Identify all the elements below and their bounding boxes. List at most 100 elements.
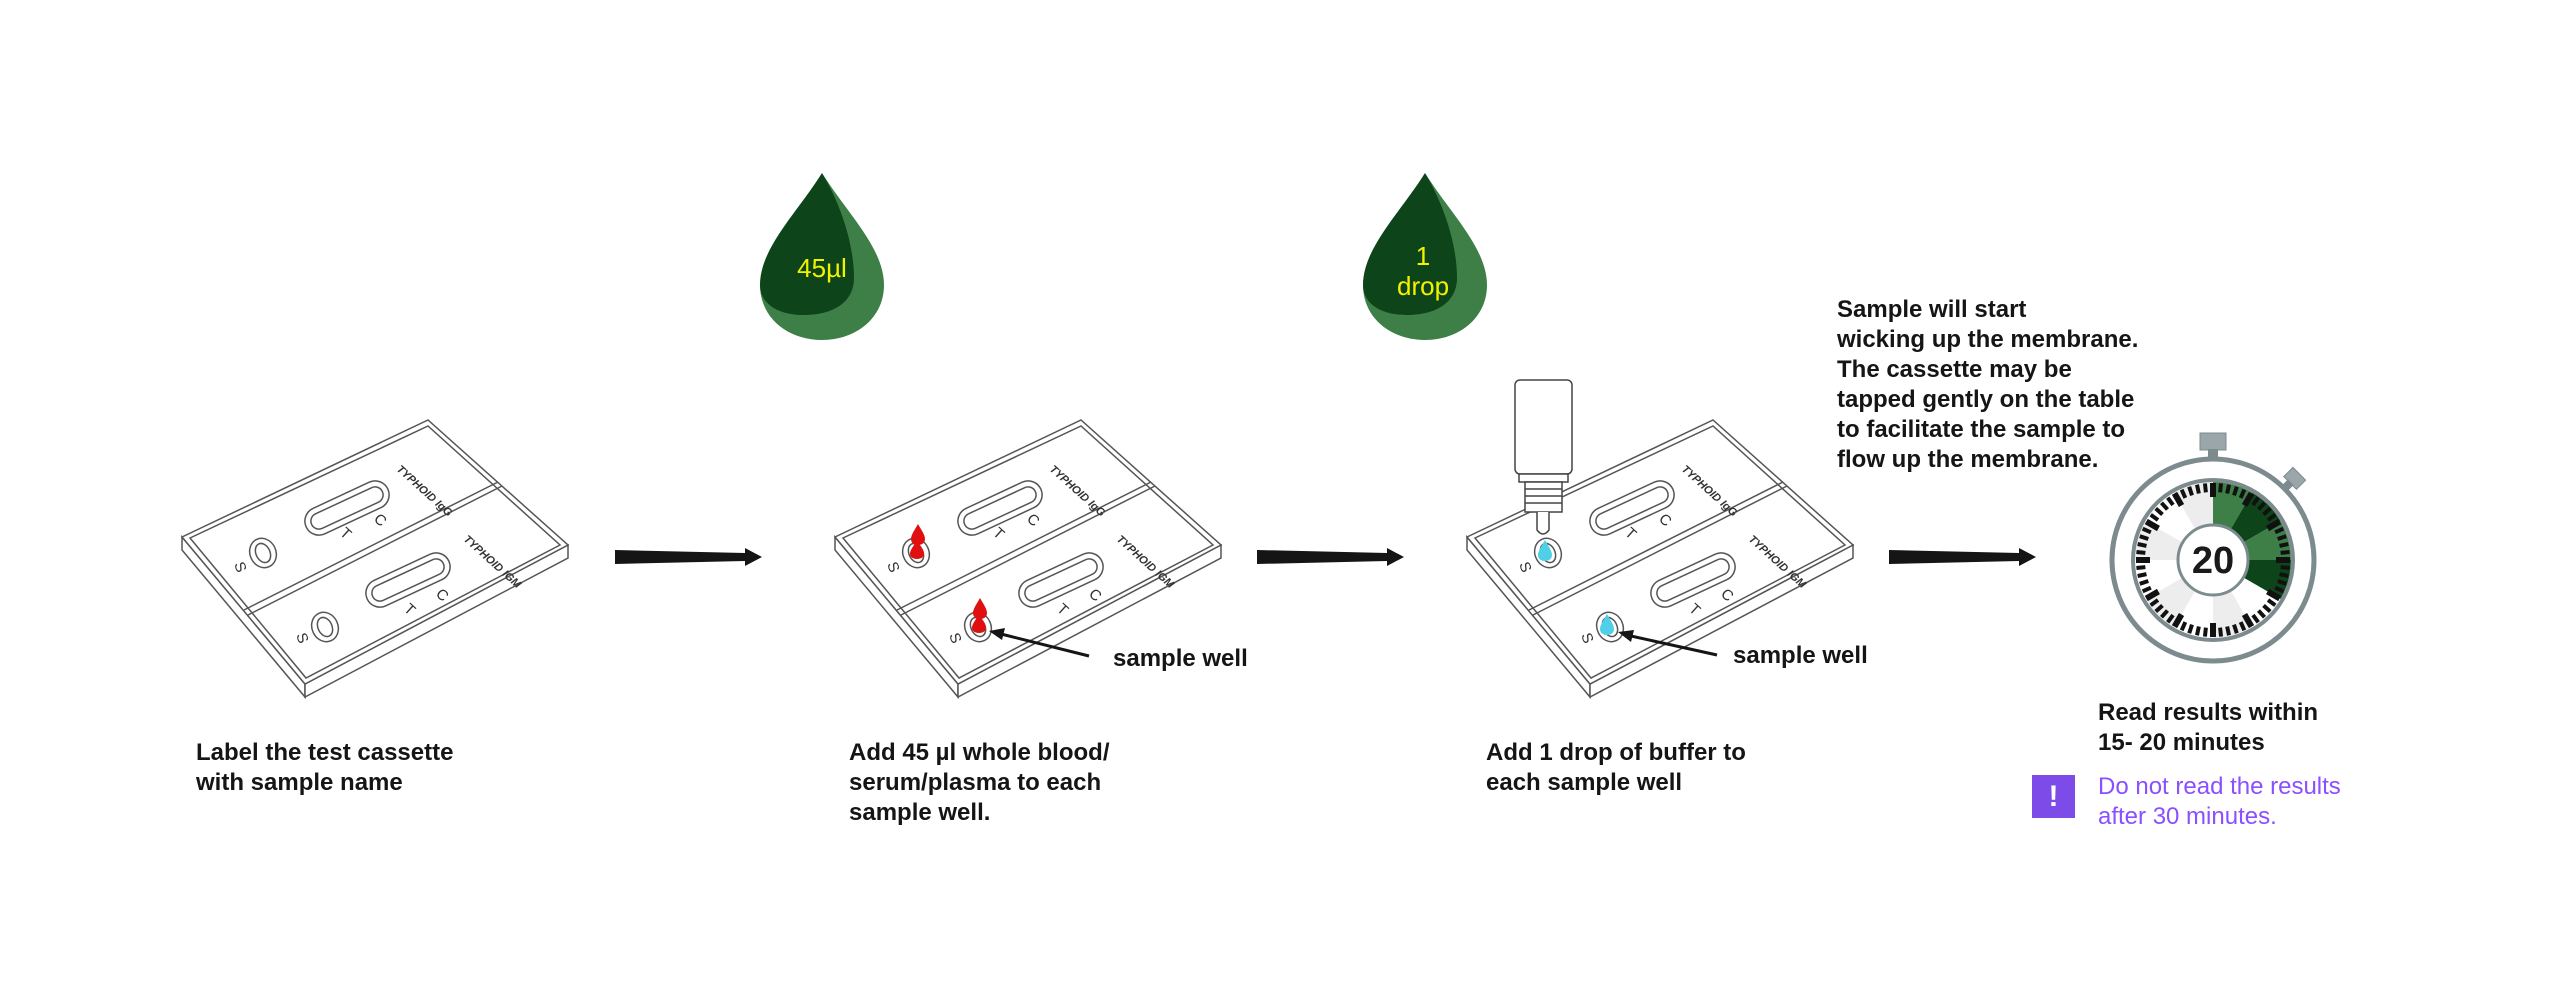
dial-tick [2136, 557, 2150, 563]
instruction-line: each sample well [1486, 769, 1683, 796]
dial-tick [2171, 491, 2185, 507]
dial-tick [2280, 565, 2290, 571]
cassette-inner-border [841, 425, 1215, 679]
dial-tick [2232, 624, 2239, 634]
dial-tick [2139, 534, 2149, 541]
test-cassette: TYPHOID IgG C T S TYPHOID IGM C T S [180, 419, 570, 700]
dial-tick [2210, 623, 2216, 637]
dial-tick [2187, 624, 2194, 634]
dial-tick [2141, 526, 2152, 535]
dial-tick [2144, 518, 2160, 532]
dial-tick [2179, 488, 2188, 499]
dial-tick [2266, 588, 2282, 602]
dial-tick [2279, 542, 2289, 548]
result-window [1018, 552, 1104, 608]
sample-well [248, 537, 278, 569]
instruction-line: 15- 20 minutes [2098, 729, 2265, 756]
dial-tick [2136, 565, 2146, 571]
test-cassette: TYPHOID IgG C T S TYPHOID IGM C T S [1465, 419, 1855, 700]
buffer-amount-unit: drop [1397, 271, 1449, 301]
dial-tick [2149, 513, 2160, 522]
dial-tick [2218, 627, 2224, 637]
cassette-inner-border [1473, 425, 1847, 679]
strip-divider [243, 481, 499, 611]
instruction-line: Read results within [2098, 699, 2319, 726]
sample-well [963, 611, 993, 643]
cassette-top [833, 419, 1223, 685]
dial-tick [2141, 585, 2152, 594]
result-window [1650, 552, 1736, 608]
buffer-drop-icon: 1 drop [1363, 173, 1487, 340]
dial-tick [2277, 534, 2287, 541]
strip-divider [1532, 485, 1788, 616]
blood-drop-icon [972, 598, 987, 633]
dial-tick [2159, 609, 2169, 619]
dial-tick [2139, 579, 2149, 586]
dial-tick [2154, 506, 2164, 516]
strip-divider [247, 485, 503, 616]
strip-divider [900, 485, 1156, 616]
dial-tick [2257, 501, 2267, 511]
instruction-line: sample well. [849, 799, 991, 826]
dial-tick [2266, 598, 2277, 607]
dial-tick [2274, 585, 2285, 594]
dial-tick [2266, 513, 2277, 522]
result-window [1589, 480, 1675, 536]
result-window [365, 552, 451, 608]
dial-tick [2266, 518, 2282, 532]
buffer-amount-number: 1 [1416, 241, 1430, 271]
note-line: The cassette may be [1837, 356, 2072, 383]
dial-tick [2280, 549, 2290, 555]
dial-tick [2159, 501, 2169, 511]
timer-minutes: 20 [2192, 540, 2234, 582]
next-step-arrow [615, 548, 762, 566]
dial-tick [2262, 604, 2272, 614]
strip-divider [1528, 481, 1784, 611]
dial-tick [2149, 598, 2160, 607]
instruction-line: serum/plasma to each [849, 769, 1102, 796]
note-line: flow up the membrane. [1837, 446, 2099, 473]
callout-pointer [1630, 634, 1718, 657]
instruction-line: Add 1 drop of buffer to [1486, 739, 1746, 766]
arrowhead-icon [989, 628, 1005, 640]
step-4-instruction: Read results within 15- 20 minutes [2098, 698, 2318, 758]
note-line: wicking up the membrane. [1837, 326, 2139, 353]
dial-tick [2144, 588, 2160, 602]
instruction-line: Add 45 µl whole blood/ [849, 739, 1110, 766]
dial-tick [2225, 626, 2231, 636]
dial-tick [2238, 621, 2247, 632]
dial-tick [2154, 604, 2164, 614]
dial-tick [2202, 483, 2208, 493]
step-2-instruction: Add 45 µl whole blood/ serum/plasma to e… [849, 738, 1110, 828]
cassette-top [180, 419, 570, 685]
note-line: to facilitate the sample to [1837, 416, 2126, 443]
result-window [957, 480, 1043, 536]
dial-tick [2241, 491, 2255, 507]
dial-tick [2257, 609, 2267, 619]
dial-tick [2195, 626, 2201, 636]
callout-pointer [1000, 632, 1090, 658]
dial-tick [2136, 549, 2146, 555]
result-window [304, 480, 390, 536]
warning-line: Do not read the results [2098, 773, 2341, 800]
dial-tick [2137, 572, 2147, 578]
dial-tick [2195, 484, 2201, 494]
warning-line: after 30 minutes. [2098, 803, 2277, 830]
warning-text: Do not read the results after 30 minutes… [2098, 772, 2341, 832]
sample-well [901, 537, 931, 569]
note-line: Sample will start [1837, 296, 2027, 323]
sample-well [310, 611, 340, 643]
step-3-instruction: Add 1 drop of buffer to each sample well [1486, 738, 1746, 798]
volume-label: 45µl [797, 253, 847, 283]
dial-tick [2137, 542, 2147, 548]
dial-tick [2202, 627, 2208, 637]
dial-tick [2262, 506, 2272, 516]
dial-tick [2274, 526, 2285, 535]
dial-tick [2251, 496, 2260, 507]
next-step-arrow [1257, 548, 1404, 566]
dial-tick [2171, 613, 2185, 629]
instruction-line: with sample name [196, 769, 403, 796]
dial-tick [2276, 557, 2290, 563]
dial-tick [2232, 486, 2239, 496]
